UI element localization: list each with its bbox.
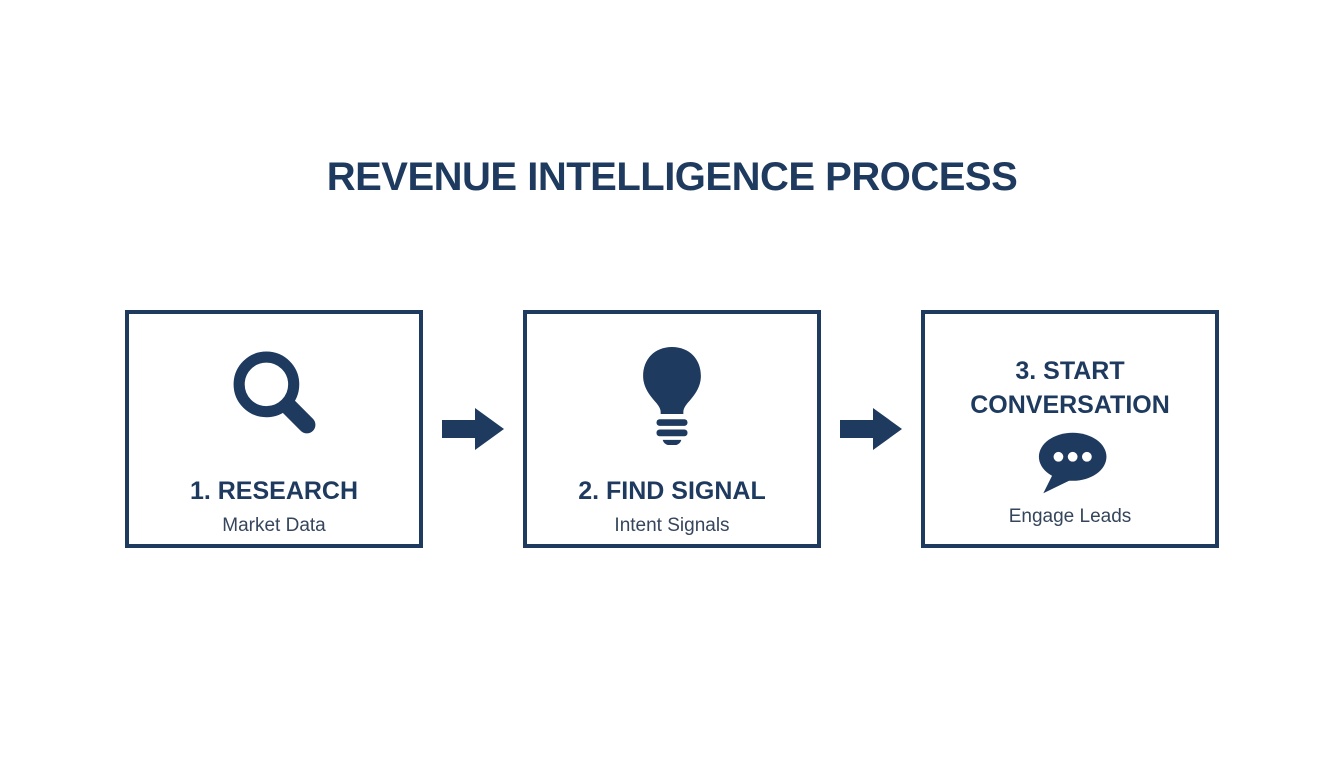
arrow-right-icon [423,406,523,452]
speech-bubble-icon [1030,430,1110,496]
step-box-research: 1. RESEARCH Market Data [125,310,423,548]
step-title: 3. START CONVERSATION [970,357,1170,419]
step-title: 1. RESEARCH [189,477,359,505]
arrow-right-icon [821,406,921,452]
magnifier-icon [226,344,322,448]
step-subtitle: Market Data [222,515,326,536]
lightbulb-icon [641,344,703,448]
page-title: REVENUE INTELLIGENCE PROCESS [326,155,1018,199]
process-flow: 1. RESEARCH Market Data 2. FIND SIGNAL I… [0,310,1344,548]
step-subtitle: Intent Signals [614,515,730,536]
step-title: 2. FIND SIGNAL [578,477,766,505]
step-box-start-conversation: 3. START CONVERSATION Engage Leads [921,310,1219,548]
step-subtitle: Engage Leads [1008,506,1132,527]
step-box-find-signal: 2. FIND SIGNAL Intent Signals [523,310,821,548]
